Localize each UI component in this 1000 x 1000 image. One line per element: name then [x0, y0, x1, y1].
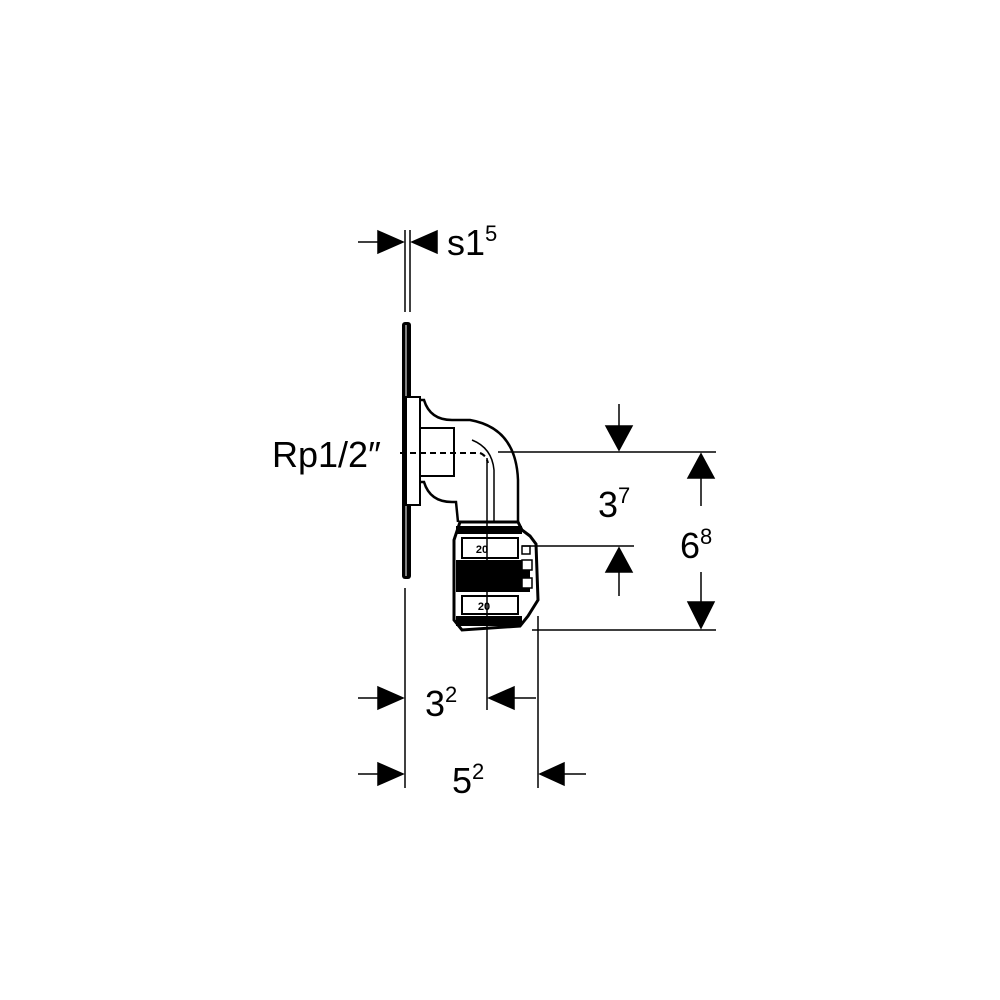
wall-plate	[402, 322, 421, 579]
depth-axis-label: 32	[425, 682, 457, 724]
plate-thickness-label: s15	[447, 221, 497, 263]
press-coupling: 20 20	[452, 520, 540, 632]
depth-total-label: 52	[452, 759, 484, 801]
dimension-arrows	[358, 229, 716, 787]
fitting-mark-upper: 20	[476, 544, 488, 556]
height-total-label: 68	[680, 524, 712, 566]
offset-upper-label: 37	[598, 483, 630, 525]
fitting-mark-lower: 20	[478, 601, 490, 613]
reference-lines	[404, 230, 716, 788]
thread-size-label: Rp1/2″	[272, 434, 381, 475]
